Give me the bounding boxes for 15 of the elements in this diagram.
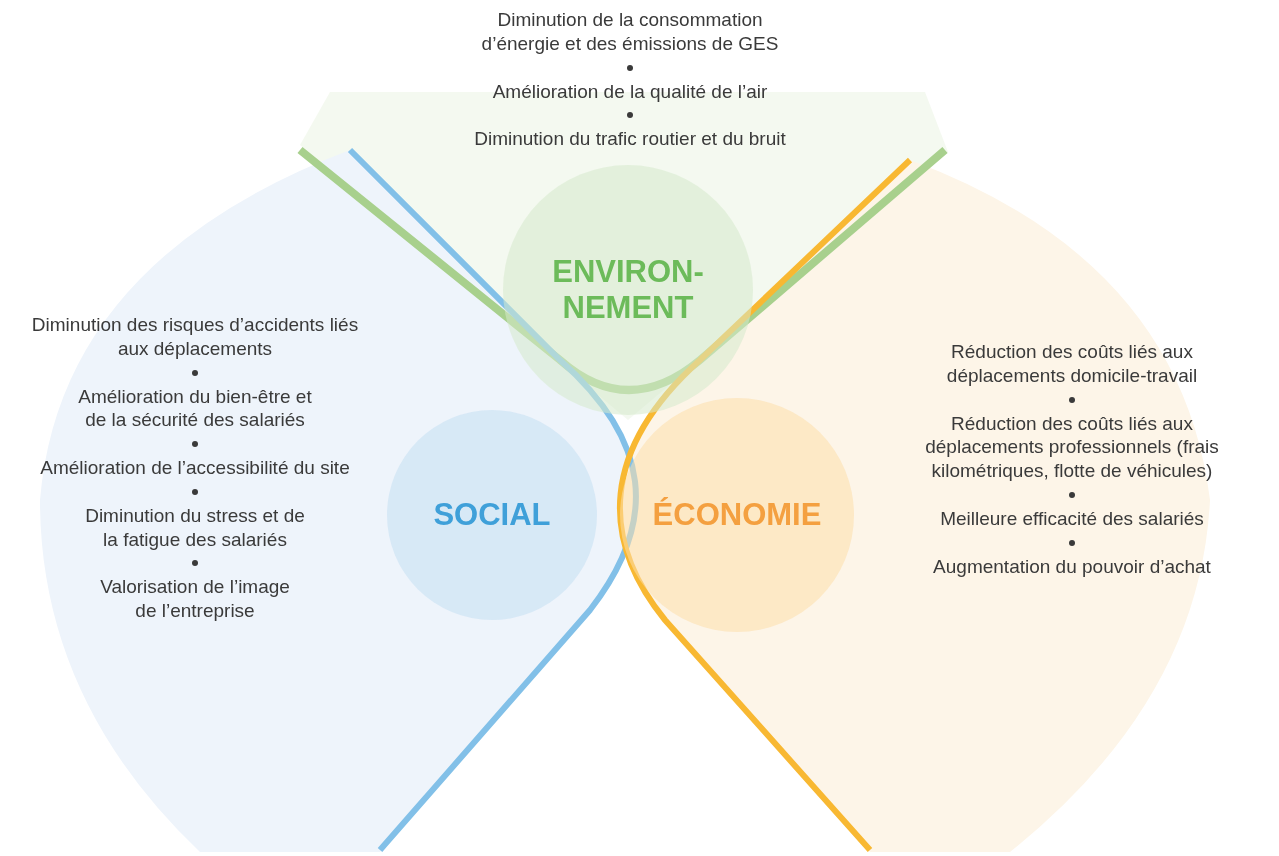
benefit-text: Diminution du stress et de la fatigue des salariés [85, 503, 305, 552]
pillar-title: ENVIRON- NEMENT [551, 254, 705, 326]
benefit-text: Réduction des coûts liés aux déplacements domicile-travail [945, 340, 1199, 388]
benefit-text: Réduction des coûts liés aux déplacements professionnels (frais kilométriques, flotte de véhicules) [924, 411, 1220, 483]
benefit-text: Meilleure efficacité des salariés [940, 506, 1204, 531]
benefit-text: Diminution des risques d’accidents liés aux déplacements [30, 313, 360, 361]
benefit-text: Amélioration du bien-être et de la sécurité des salariés [77, 384, 313, 432]
benefit-text: Diminution du trafic routier et du bruit [474, 127, 786, 151]
benefit-text: Diminution de la consommation d’énergie et des émissions de GES [480, 8, 780, 56]
benefit-text: Augmentation du pouvoir d’achat [933, 554, 1211, 579]
benefit-text: Valorisation de l’image de l’entreprise [99, 575, 291, 623]
benefit-text: Amélioration de la qualité de l’air [492, 79, 768, 104]
pillar-title: ÉCONOMIE [651, 497, 823, 533]
pillar-title: SOCIAL [432, 497, 552, 533]
benefit-text: Amélioration de l’accessibilité du site [40, 456, 350, 480]
